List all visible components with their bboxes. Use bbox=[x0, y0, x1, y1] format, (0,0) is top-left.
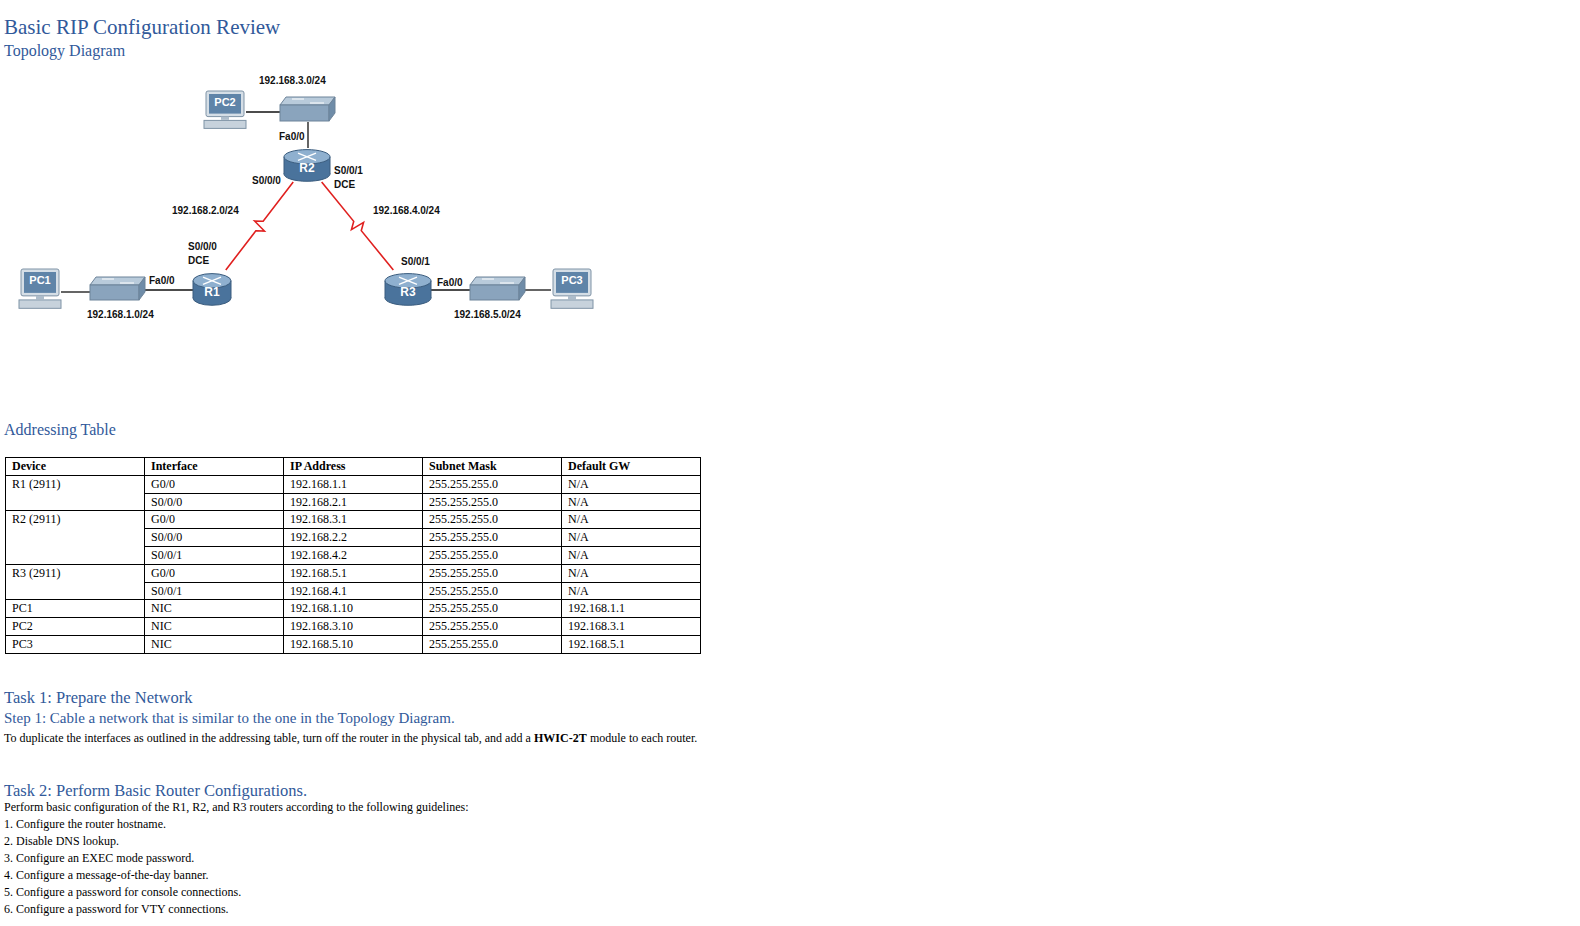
table-cell: N/A bbox=[562, 546, 701, 564]
table-cell: R2 (2911) bbox=[6, 511, 145, 564]
table-cell: 192.168.5.1 bbox=[284, 564, 423, 582]
interface-label: S0/0/0 bbox=[251, 175, 282, 187]
table-cell: G0/0 bbox=[145, 511, 284, 529]
interface-label: Fa0/0 bbox=[148, 275, 176, 287]
interface-label: DCE bbox=[187, 255, 210, 267]
router-icon: R3 bbox=[384, 270, 432, 306]
table-cell: 192.168.3.1 bbox=[562, 618, 701, 636]
table-header: Default GW bbox=[562, 458, 701, 476]
section-heading: Topology Diagram bbox=[4, 42, 125, 60]
pc-name: PC3 bbox=[550, 274, 594, 286]
table-cell: 255.255.255.0 bbox=[423, 618, 562, 636]
table-cell: 255.255.255.0 bbox=[423, 511, 562, 529]
table-cell: 192.168.1.10 bbox=[284, 600, 423, 618]
table-cell: N/A bbox=[562, 511, 701, 529]
serial-link bbox=[226, 182, 293, 270]
table-header: Subnet Mask bbox=[423, 458, 562, 476]
table-cell: G0/0 bbox=[145, 475, 284, 493]
table-cell: S0/0/1 bbox=[145, 546, 284, 564]
module-name: HWIC-2T bbox=[534, 731, 587, 745]
table-cell: 192.168.4.2 bbox=[284, 546, 423, 564]
list-item: 2. Disable DNS lookup. bbox=[4, 834, 119, 849]
page-title: Basic RIP Configuration Review bbox=[4, 15, 280, 40]
table-cell: 192.168.3.10 bbox=[284, 618, 423, 636]
table-cell: 192.168.5.1 bbox=[562, 635, 701, 653]
table-cell: 255.255.255.0 bbox=[423, 546, 562, 564]
interface-label: Fa0/0 bbox=[436, 277, 464, 289]
table-cell: 192.168.3.1 bbox=[284, 511, 423, 529]
network-label: 192.168.4.0/24 bbox=[372, 205, 441, 217]
table-header: Interface bbox=[145, 458, 284, 476]
table-cell: G0/0 bbox=[145, 564, 284, 582]
table-header: IP Address bbox=[284, 458, 423, 476]
addressing-table: DeviceInterfaceIP AddressSubnet MaskDefa… bbox=[5, 457, 701, 654]
table-cell: 192.168.1.1 bbox=[562, 600, 701, 618]
table-cell: R1 (2911) bbox=[6, 475, 145, 511]
interface-label: S0/0/0 bbox=[187, 241, 218, 253]
table-cell: 255.255.255.0 bbox=[423, 475, 562, 493]
list-item: 5. Configure a password for console conn… bbox=[4, 885, 241, 900]
table-cell: PC3 bbox=[6, 635, 145, 653]
list-item: 1. Configure the router hostname. bbox=[4, 817, 166, 832]
body-text: Perform basic configuration of the R1, R… bbox=[4, 800, 469, 815]
router-name: R2 bbox=[283, 161, 331, 175]
network-label: 192.168.1.0/24 bbox=[86, 309, 155, 321]
table-header: Device bbox=[6, 458, 145, 476]
pc-icon: PC3 bbox=[550, 268, 594, 310]
table-cell: 192.168.1.1 bbox=[284, 475, 423, 493]
interface-label: Fa0/0 bbox=[278, 131, 306, 143]
section-heading: Addressing Table bbox=[4, 421, 116, 439]
table-cell: 255.255.255.0 bbox=[423, 493, 562, 511]
router-icon: R2 bbox=[283, 146, 331, 182]
router-icon: R1 bbox=[192, 270, 232, 306]
interface-label: DCE bbox=[333, 179, 356, 191]
list-item: 4. Configure a message-of-the-day banner… bbox=[4, 868, 209, 883]
step-heading: Step 1: Cable a network that is similar … bbox=[4, 710, 455, 727]
table-cell: R3 (2911) bbox=[6, 564, 145, 600]
ethernet-wires bbox=[61, 112, 551, 292]
list-item: 3. Configure an EXEC mode password. bbox=[4, 851, 194, 866]
table-cell: 192.168.2.1 bbox=[284, 493, 423, 511]
network-label: 192.168.2.0/24 bbox=[171, 205, 240, 217]
task-heading: Task 1: Prepare the Network bbox=[4, 688, 193, 708]
router-name: R1 bbox=[192, 285, 232, 299]
interface-label: S0/0/1 bbox=[333, 165, 364, 177]
instruction-text: To duplicate the interfaces as outlined … bbox=[4, 731, 697, 746]
switch-symbol bbox=[90, 97, 525, 300]
table-cell: 255.255.255.0 bbox=[423, 529, 562, 547]
interface-label: S0/0/1 bbox=[400, 256, 431, 268]
table-cell: 255.255.255.0 bbox=[423, 582, 562, 600]
table-cell: 192.168.4.1 bbox=[284, 582, 423, 600]
table-cell: 255.255.255.0 bbox=[423, 635, 562, 653]
table-cell: S0/0/0 bbox=[145, 529, 284, 547]
serial-link bbox=[322, 182, 394, 270]
table-cell: 192.168.2.2 bbox=[284, 529, 423, 547]
table-cell: NIC bbox=[145, 600, 284, 618]
network-label: 192.168.3.0/24 bbox=[258, 75, 327, 87]
instruction-text: To duplicate the interfaces as outlined … bbox=[4, 731, 531, 745]
table-cell: 255.255.255.0 bbox=[423, 600, 562, 618]
pc-icon: PC1 bbox=[18, 268, 62, 310]
pc-name: PC1 bbox=[18, 274, 62, 286]
table-cell: 255.255.255.0 bbox=[423, 564, 562, 582]
table-cell: N/A bbox=[562, 493, 701, 511]
table-cell: NIC bbox=[145, 618, 284, 636]
table-cell: 192.168.5.10 bbox=[284, 635, 423, 653]
pc-name: PC2 bbox=[203, 96, 247, 108]
table-cell: PC2 bbox=[6, 618, 145, 636]
pc-icon: PC2 bbox=[203, 90, 247, 130]
table-cell: S0/0/1 bbox=[145, 582, 284, 600]
router-name: R3 bbox=[384, 285, 432, 299]
instruction-text: module to each router. bbox=[590, 731, 697, 745]
table-cell: NIC bbox=[145, 635, 284, 653]
table-cell: N/A bbox=[562, 529, 701, 547]
task-heading: Task 2: Perform Basic Router Configurati… bbox=[4, 781, 307, 801]
table-cell: N/A bbox=[562, 564, 701, 582]
table-cell: PC1 bbox=[6, 600, 145, 618]
table-cell: N/A bbox=[562, 475, 701, 493]
table-cell: N/A bbox=[562, 582, 701, 600]
table-cell: S0/0/0 bbox=[145, 493, 284, 511]
list-item: 6. Configure a password for VTY connecti… bbox=[4, 902, 229, 917]
network-label: 192.168.5.0/24 bbox=[453, 309, 522, 321]
